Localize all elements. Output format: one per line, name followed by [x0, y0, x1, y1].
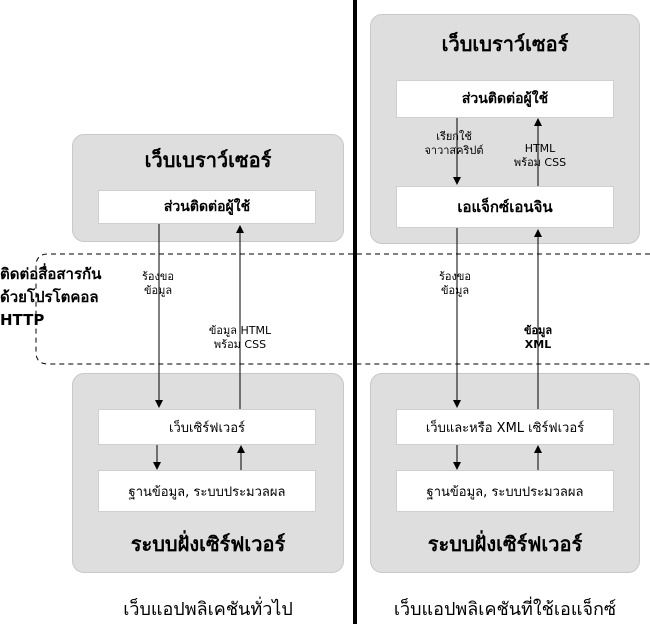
right-webserver-box: เว็บและหรือ XML เซิร์ฟเวอร์ — [396, 409, 614, 445]
http-protocol-label: ติดต่อสื่อสารกัน ด้วยโปรโตคอล HTTP — [0, 265, 102, 329]
right-js-call-label: เรียกใช้ จาวาสคริปต์ — [424, 130, 484, 157]
left-request-label: ร้องขอ ข้อมูล — [141, 270, 174, 297]
left-db-box: ฐานข้อมูล, ระบบประมวลผล — [98, 470, 316, 512]
left-webserver-box: เว็บเซิร์ฟเวอร์ — [98, 409, 316, 445]
left-response-label: ข้อมูล HTML พร้อม CSS — [208, 324, 272, 351]
right-db-box: ฐานข้อมูล, ระบบประมวลผล — [396, 470, 614, 512]
left-server-title: ระบบฝั่งเซิร์ฟเวอร์ — [130, 532, 286, 556]
column-divider — [353, 0, 357, 624]
left-browser-panel — [72, 134, 344, 242]
right-html-css-label: HTML พร้อม CSS — [513, 142, 567, 169]
right-ajax-engine-box: เอแจ็กซ์เอนจิน — [396, 186, 614, 228]
right-request-label: ร้องขอ ข้อมูล — [438, 270, 471, 297]
left-ui-box: ส่วนติดต่อผู้ใช้ — [98, 190, 316, 224]
right-caption: เว็บแอปพลิเคชันที่ใช้เอแจ็กซ์ — [393, 599, 617, 620]
right-server-title: ระบบฝั่งเซิร์ฟเวอร์ — [427, 532, 583, 556]
right-ui-box: ส่วนติดต่อผู้ใช้ — [396, 80, 614, 118]
right-browser-title: เว็บเบราว์เซอร์ — [441, 32, 569, 56]
left-browser-title: เว็บเบราว์เซอร์ — [144, 148, 272, 172]
left-caption: เว็บแอปพลิเคชันทั่วไป — [123, 599, 293, 620]
http-band-dashed-outline — [35, 253, 650, 365]
